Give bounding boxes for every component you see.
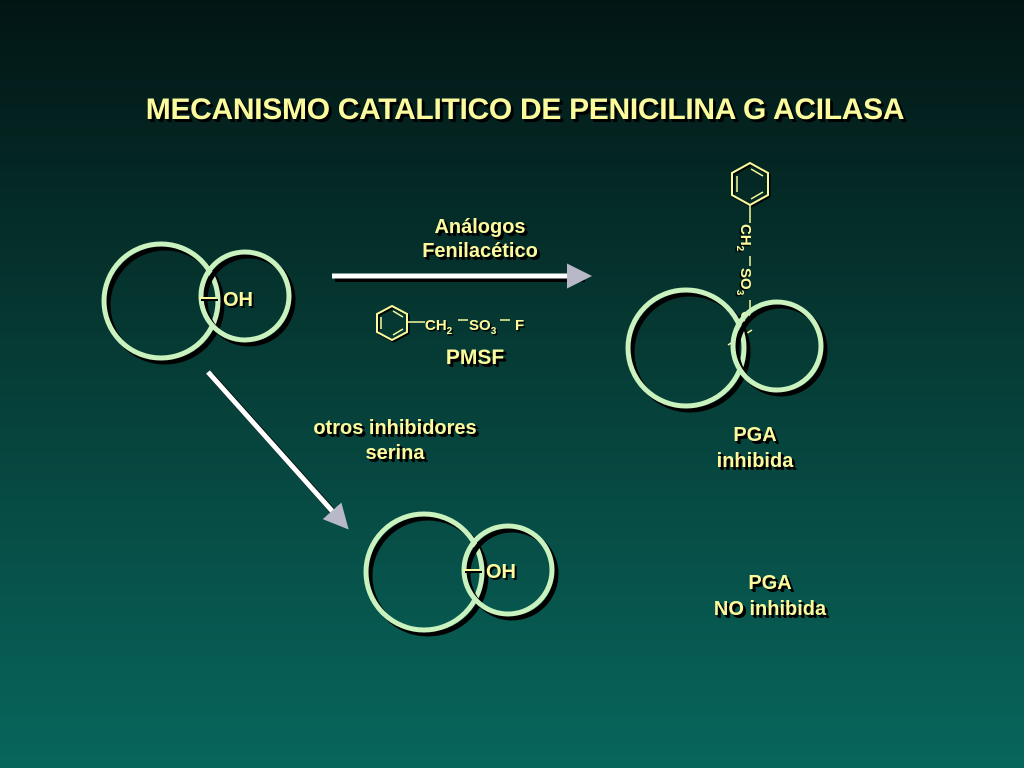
otros-inhibidores-label: otros inhibidores serina bbox=[280, 416, 510, 466]
analogos-line1: Análogos bbox=[434, 216, 526, 238]
svg-text:F: F bbox=[517, 319, 526, 336]
pga-inhibida-line2: inhibida bbox=[716, 450, 794, 472]
enzyme-top: OH OH bbox=[101, 241, 296, 365]
inhibited-ch2-label: CH2 bbox=[734, 224, 754, 252]
inhibited-so3-label: SO3 bbox=[734, 268, 754, 296]
enzyme-bottom-oh-label: OH bbox=[486, 561, 516, 583]
svg-text:CH2: CH2 bbox=[733, 226, 753, 254]
enzyme-top-oh-shadow: OH bbox=[225, 291, 255, 313]
pga-inhibida-label: PGA inhibida bbox=[680, 422, 830, 474]
otros-line2: serina bbox=[365, 442, 425, 464]
analogos-line2: Fenilacético bbox=[422, 240, 538, 262]
inhibited-small-circle bbox=[730, 299, 824, 393]
enzyme-bottom: OH OH bbox=[363, 511, 559, 637]
inhibited-complex: CH2 CH2 SO3 SO3 O O bbox=[625, 161, 828, 413]
pga-no-inhibida-label: PGA NO inhibida bbox=[680, 570, 860, 622]
inhibited-large-circle bbox=[625, 287, 747, 409]
slide-title: MECANISMO CATALITICO DE PENICILINA G ACI… bbox=[145, 93, 905, 126]
pga-no-line1: PGA bbox=[748, 572, 792, 594]
pmsf-name: PMSF bbox=[445, 346, 505, 369]
enzyme-top-small-circle bbox=[198, 249, 292, 343]
pmsf-structure: CH2 CH2 SO3 SO3 F F bbox=[376, 304, 526, 343]
pmsf-ch2-label: CH2 bbox=[425, 317, 453, 337]
pmsf-benzene-ring bbox=[376, 304, 410, 343]
svg-text:SO3: SO3 bbox=[733, 270, 753, 298]
inhibited-benzene-ring bbox=[731, 161, 771, 208]
enzyme-top-oh-label: OH bbox=[223, 289, 253, 311]
pmsf-so3-label: SO3 bbox=[469, 317, 497, 337]
pga-no-line2: NO inhibida bbox=[713, 598, 827, 620]
arrow-to-not-inhibited bbox=[206, 370, 349, 530]
enzyme-bottom-oh-shadow: OH bbox=[488, 563, 518, 585]
otros-line1: otros inhibidores bbox=[313, 417, 477, 439]
svg-text:SO3: SO3 bbox=[471, 319, 499, 339]
analogos-label: Análogos Fenilacético bbox=[395, 215, 565, 263]
pga-inhibida-line1: PGA bbox=[733, 424, 777, 446]
pmsf-f-label: F bbox=[515, 317, 524, 334]
svg-text:CH2: CH2 bbox=[427, 319, 455, 339]
